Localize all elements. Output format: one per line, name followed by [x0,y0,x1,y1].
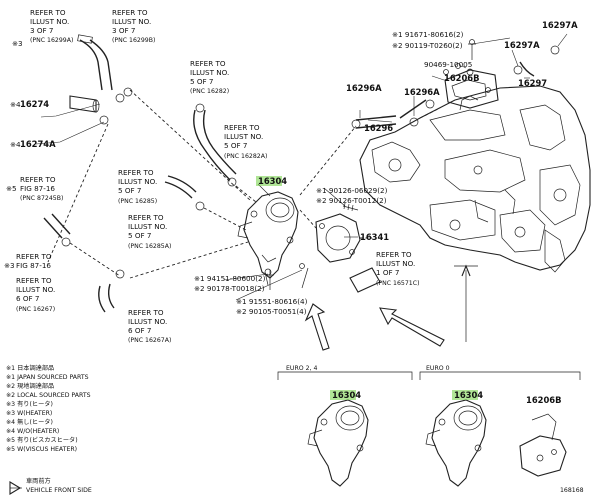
part-label-90105-t0051[interactable]: ※2 90105-T0051(4) [236,307,307,316]
highlight-16304-euro0 [452,390,478,400]
svg-text:(PNC 16299A): (PNC 16299A) [30,37,73,44]
legend: ※1 日本調達部品※1 JAPAN SOURCED PARTS※2 現地調達部品… [6,364,91,453]
svg-text:(PNC 16299B): (PNC 16299B) [112,37,155,44]
part-label-16296a[interactable]: 16296A [404,87,440,97]
mark-w-viscus-heater: ※5 [6,184,17,193]
part-label-90119-t0260[interactable]: ※2 90119-T0260(2) [392,41,463,50]
leader-lines [35,33,568,301]
mark-w-o-heater: ※4 [10,100,21,109]
arrow-up-left-icon [304,303,330,351]
part-label-90469-10005[interactable]: 90469-10005 [424,60,472,69]
svg-text:(PNC 16267): (PNC 16267) [16,306,55,313]
part-label-16206b-euro0[interactable]: 16206B [526,395,562,405]
part-label-16206b[interactable]: 16206B [444,73,480,83]
part-label-16297[interactable]: 16297 [518,78,547,88]
bolts-drawing [264,202,359,289]
euro24-inlet-drawing [307,399,369,487]
direction-arrows [304,264,478,351]
part-label-91551-80616[interactable]: ※1 91551-80616(4) [236,297,308,306]
svg-text:(PNC 16267A): (PNC 16267A) [128,337,171,344]
variant-frames [277,371,581,380]
routing-dashes [47,89,441,279]
part-label-16341[interactable]: 16341 [360,232,389,242]
svg-text:(PNC 16285A): (PNC 16285A) [128,243,171,250]
part-label-16296[interactable]: 16296 [364,123,393,133]
svg-text:車両前方: 車両前方 [26,477,51,485]
svg-text:VEHICLE FRONT SIDE: VEHICLE FRONT SIDE [26,487,92,494]
part-label-91671-80616[interactable]: ※1 91671-80616(2) [392,30,464,39]
arrow-up-left-icon [379,307,445,347]
engine-block-drawing [359,68,591,273]
highlight-16304-euro24 [330,390,356,400]
svg-text:(PNC 16282A): (PNC 16282A) [224,153,267,160]
svg-text:(PNC 16282): (PNC 16282) [190,88,229,95]
part-label-16304-euro0[interactable]: 16304 [454,390,483,400]
part-label-16274[interactable]: 16274 [20,99,49,109]
part-label-90178-t0018[interactable]: ※2 90178-T0018(2) [194,284,265,293]
svg-text:※1 日本調達部品※1 JAPAN SOURCED PART: ※1 日本調達部品※1 JAPAN SOURCED PARTS※2 現地調達部品… [6,364,91,453]
euro0-bracket-drawing [519,413,567,477]
mark-w-heater: ※3 [4,261,15,270]
part-label-16296a[interactable]: 16296A [346,83,382,93]
part-label-90126-t0012[interactable]: ※2 90126-T0012(2) [316,196,387,205]
variant-label-euro0: EURO 0 [426,365,450,372]
part-label-94151-80600[interactable]: ※1 94151-80600(2) [194,274,266,283]
part-label-16297a[interactable]: 16297A [504,40,540,50]
part-label-16304[interactable]: 16304 [258,176,287,186]
part-label-16304-euro24[interactable]: 16304 [332,390,361,400]
part-label-16274a[interactable]: 16274A [20,139,56,149]
part-label-90126-06029[interactable]: ※1 90126-06029(2) [316,186,388,195]
svg-text:(PNC 16571C): (PNC 16571C) [376,280,419,287]
mark-w-heater: ※3 [12,39,23,48]
variant-label-euro24: EURO 2, 4 [286,365,317,372]
vehicle-front-label: 車両前方 VEHICLE FRONT SIDE [26,477,92,494]
gasket-drawing [315,213,361,263]
mark-w-o-heater: ※4 [10,140,21,149]
euro0-inlet-drawing [425,399,487,487]
figure-id: 168168 [560,487,584,494]
water-inlet-drawing [237,191,299,290]
svg-text:(PNC 87245B): (PNC 87245B) [20,195,63,202]
svg-text:(PNC 16285): (PNC 16285) [118,198,157,205]
hoses-drawing [43,34,560,313]
part-label-16297a[interactable]: 16297A [542,20,578,30]
highlight-16304-main [256,176,282,186]
